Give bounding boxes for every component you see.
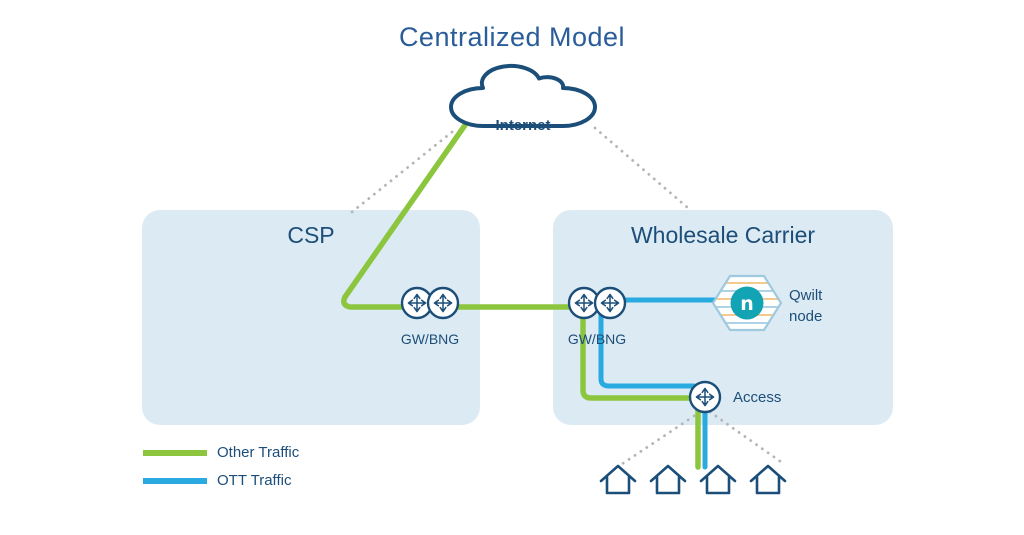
home-icon-4	[749, 464, 787, 495]
internet-cloud	[451, 66, 595, 126]
csp-box	[142, 210, 480, 425]
dotted-link-access-home-right	[708, 410, 786, 466]
qwilt-node-label: Qwilt node	[789, 287, 823, 325]
ott-traffic-line-gwbng-to-access	[598, 305, 697, 389]
wholesale-gwbng-label: GW/BNG	[567, 331, 627, 347]
csp-box-title: CSP	[287, 222, 335, 248]
dotted-link-access-home-left	[620, 410, 702, 466]
router-icon-access	[688, 380, 722, 414]
home-icon-3	[699, 464, 737, 495]
legend-label-ott-traffic: OTT Traffic	[217, 472, 292, 489]
diagram-title: Centralized Model	[398, 22, 626, 52]
wholesale-carrier-box-title: Wholesale Carrier	[630, 222, 816, 248]
dotted-link-cloud-wholesale	[593, 126, 690, 210]
other-traffic-line-gwbng-to-access	[580, 304, 695, 401]
qwilt-logo-letter: n	[740, 293, 754, 315]
router-icon-wholesale-gwbng-right	[593, 286, 627, 320]
other-traffic-line-internet-to-gwbng	[341, 115, 591, 310]
router-icon-csp-gwbng-right	[426, 286, 460, 320]
qwilt-node-icon: n	[711, 274, 783, 332]
dotted-link-cloud-csp	[350, 130, 454, 214]
home-icon-1	[599, 464, 637, 495]
access-router-label: Access	[733, 389, 782, 406]
qwilt-logo-circle	[730, 286, 764, 320]
qwilt-hexagon-outline	[711, 274, 783, 332]
csp-gwbng-label: GW/BNG	[400, 331, 460, 347]
internet-cloud-label: Internet	[495, 117, 551, 134]
home-icon-2	[649, 464, 687, 495]
legend-label-other-traffic: Other Traffic	[217, 444, 300, 461]
